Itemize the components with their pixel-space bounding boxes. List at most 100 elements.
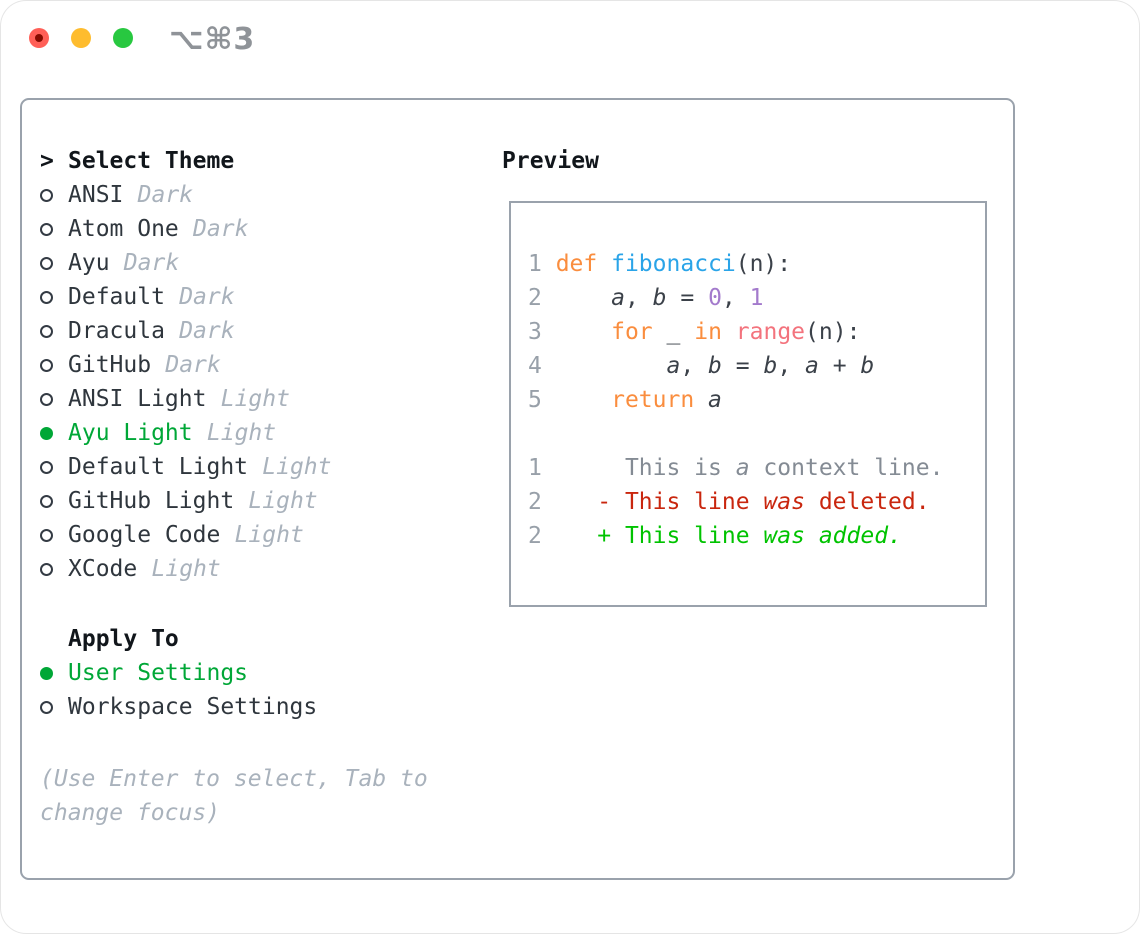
code-token: 0	[708, 285, 722, 311]
cursor-caret-icon: >	[40, 148, 54, 174]
theme-variant-label: Light	[206, 420, 277, 446]
minimize-button[interactable]	[71, 28, 91, 48]
line-number: 2	[528, 285, 556, 311]
code-token: _	[666, 319, 681, 345]
code-token: was	[763, 523, 805, 549]
code-token: for	[611, 319, 653, 345]
radio-icon	[40, 392, 68, 406]
code-token: return	[611, 387, 695, 413]
radio-circle	[40, 528, 53, 542]
line-number: 1	[528, 455, 556, 481]
option-label: Default	[68, 284, 165, 310]
code-token: ,	[777, 353, 806, 379]
code-token: +	[818, 353, 861, 379]
option-label: Google Code	[68, 522, 221, 548]
code-token: a	[611, 285, 625, 311]
code-token: b	[708, 353, 722, 379]
code-token	[556, 285, 611, 311]
code-token: def	[555, 251, 598, 277]
radio-circle	[40, 426, 53, 440]
hint-line-2: change focus)	[40, 800, 221, 826]
window-title: ⌥⌘3	[169, 22, 256, 57]
code-token: added.	[818, 523, 902, 549]
code-token: a	[666, 353, 681, 379]
theme-item-default-light[interactable]: Default Light Light	[40, 450, 485, 484]
code-token: a	[708, 387, 722, 413]
theme-variant-label: Light	[262, 454, 332, 480]
theme-item-github[interactable]: GitHub Dark	[40, 348, 485, 382]
code-token: =	[721, 353, 764, 379]
radio-icon	[40, 460, 68, 474]
theme-variant-label: Light	[248, 488, 318, 514]
code-line: 2 - This line was deleted.	[528, 485, 985, 519]
theme-variant-label: Dark	[123, 250, 180, 276]
line-number: 4	[528, 353, 556, 379]
option-label: Dracula	[68, 318, 165, 344]
code-token: a	[735, 455, 750, 481]
radio-circle	[40, 460, 53, 474]
option-label: Default Light	[68, 454, 249, 480]
code-token: (n):	[735, 251, 792, 277]
theme-list-header: > Select Theme	[40, 144, 485, 178]
radio-icon	[40, 700, 68, 714]
close-button[interactable]	[29, 28, 49, 48]
zoom-button[interactable]	[113, 28, 133, 48]
apply-to-title: Apply To	[68, 626, 179, 652]
code-token	[556, 387, 611, 413]
theme-item-default[interactable]: Default Dark	[40, 280, 485, 314]
code-token	[694, 387, 708, 413]
titlebar: ⌥⌘3	[0, 0, 1140, 98]
radio-icon	[40, 562, 68, 576]
code-token: was	[763, 489, 805, 515]
code-line: 3 for _ in range(n):	[528, 315, 985, 349]
hint-text: (Use Enter to select, Tab to change focu…	[40, 762, 485, 830]
code-token: range	[735, 319, 806, 345]
option-label: GitHub	[68, 352, 152, 378]
theme-item-ayu[interactable]: Ayu Dark	[40, 246, 485, 280]
code-token: ,	[680, 353, 709, 379]
theme-variant-label: Dark	[179, 284, 235, 310]
radio-icon	[40, 188, 68, 202]
theme-variant-label: Light	[151, 556, 221, 582]
code-line: 4 a, b = b, a + b	[528, 349, 985, 383]
code-line	[528, 417, 985, 451]
code-token: ,	[721, 285, 750, 311]
radio-circle	[40, 700, 53, 714]
radio-icon	[40, 528, 68, 542]
option-label: Workspace Settings	[68, 694, 318, 720]
radio-icon	[40, 256, 68, 270]
code-line: 1 def fibonacci(n):	[528, 247, 985, 281]
radio-circle	[40, 494, 53, 508]
code-token: a	[805, 353, 819, 379]
code-token	[597, 251, 611, 277]
radio-circle	[40, 392, 53, 406]
code-token: fibonacci	[611, 251, 736, 277]
code-line: 2 a, b = 0, 1	[528, 281, 985, 315]
radio-circle	[40, 324, 53, 338]
line-number: 1	[528, 251, 556, 277]
radio-selected-icon	[40, 666, 68, 680]
apply-option-workspace-settings[interactable]: Workspace Settings	[40, 690, 485, 724]
radio-icon	[40, 222, 68, 236]
code-token: in	[694, 319, 722, 345]
option-label: Ayu	[68, 250, 110, 276]
radio-icon	[40, 324, 68, 338]
code-token: 1	[749, 285, 764, 311]
theme-variant-label: Dark	[165, 352, 221, 378]
apply-option-user-settings[interactable]: User Settings	[40, 656, 485, 690]
option-label: Atom One	[68, 216, 179, 242]
code-token: This is	[555, 455, 736, 481]
code-token: context line.	[749, 455, 944, 481]
